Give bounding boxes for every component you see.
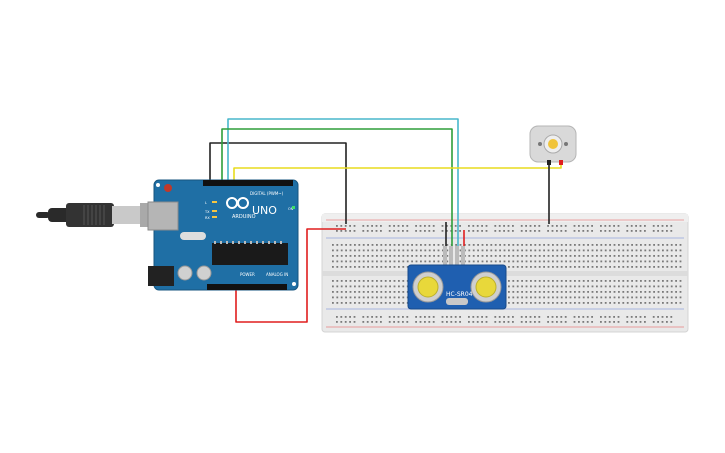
arduino-model-label: UNO bbox=[252, 204, 277, 217]
atmega-chip bbox=[212, 243, 288, 265]
arduino-uno[interactable]: ARDUINO UNO DIGITAL (PWM~) POWER ANALOG … bbox=[147, 179, 299, 291]
led-rx-label: RX bbox=[205, 216, 210, 220]
led-l-label: L bbox=[205, 201, 207, 205]
sensor-label: HC-SR04 bbox=[446, 291, 473, 298]
power-header-label: POWER bbox=[240, 272, 255, 277]
wire-cyan bbox=[227, 118, 459, 246]
led-tx-label: TX bbox=[204, 210, 210, 214]
arduino-logo-icon bbox=[226, 197, 249, 209]
digital-header-label: DIGITAL (PWM~) bbox=[250, 191, 284, 196]
wire-red-5v bbox=[235, 228, 346, 323]
dc-motor[interactable] bbox=[529, 125, 577, 165]
reset-button[interactable] bbox=[164, 184, 172, 192]
wire-green bbox=[221, 128, 453, 246]
led-on-label: ON bbox=[288, 207, 294, 211]
arduino-brand-label: ARDUINO bbox=[232, 214, 256, 220]
analog-header-label: ANALOG IN bbox=[266, 272, 288, 277]
wire-black-gnd bbox=[209, 142, 347, 224]
breadboard-holes bbox=[332, 225, 682, 323]
ultrasonic-sensor[interactable]: HC-SR04 bbox=[407, 246, 507, 310]
